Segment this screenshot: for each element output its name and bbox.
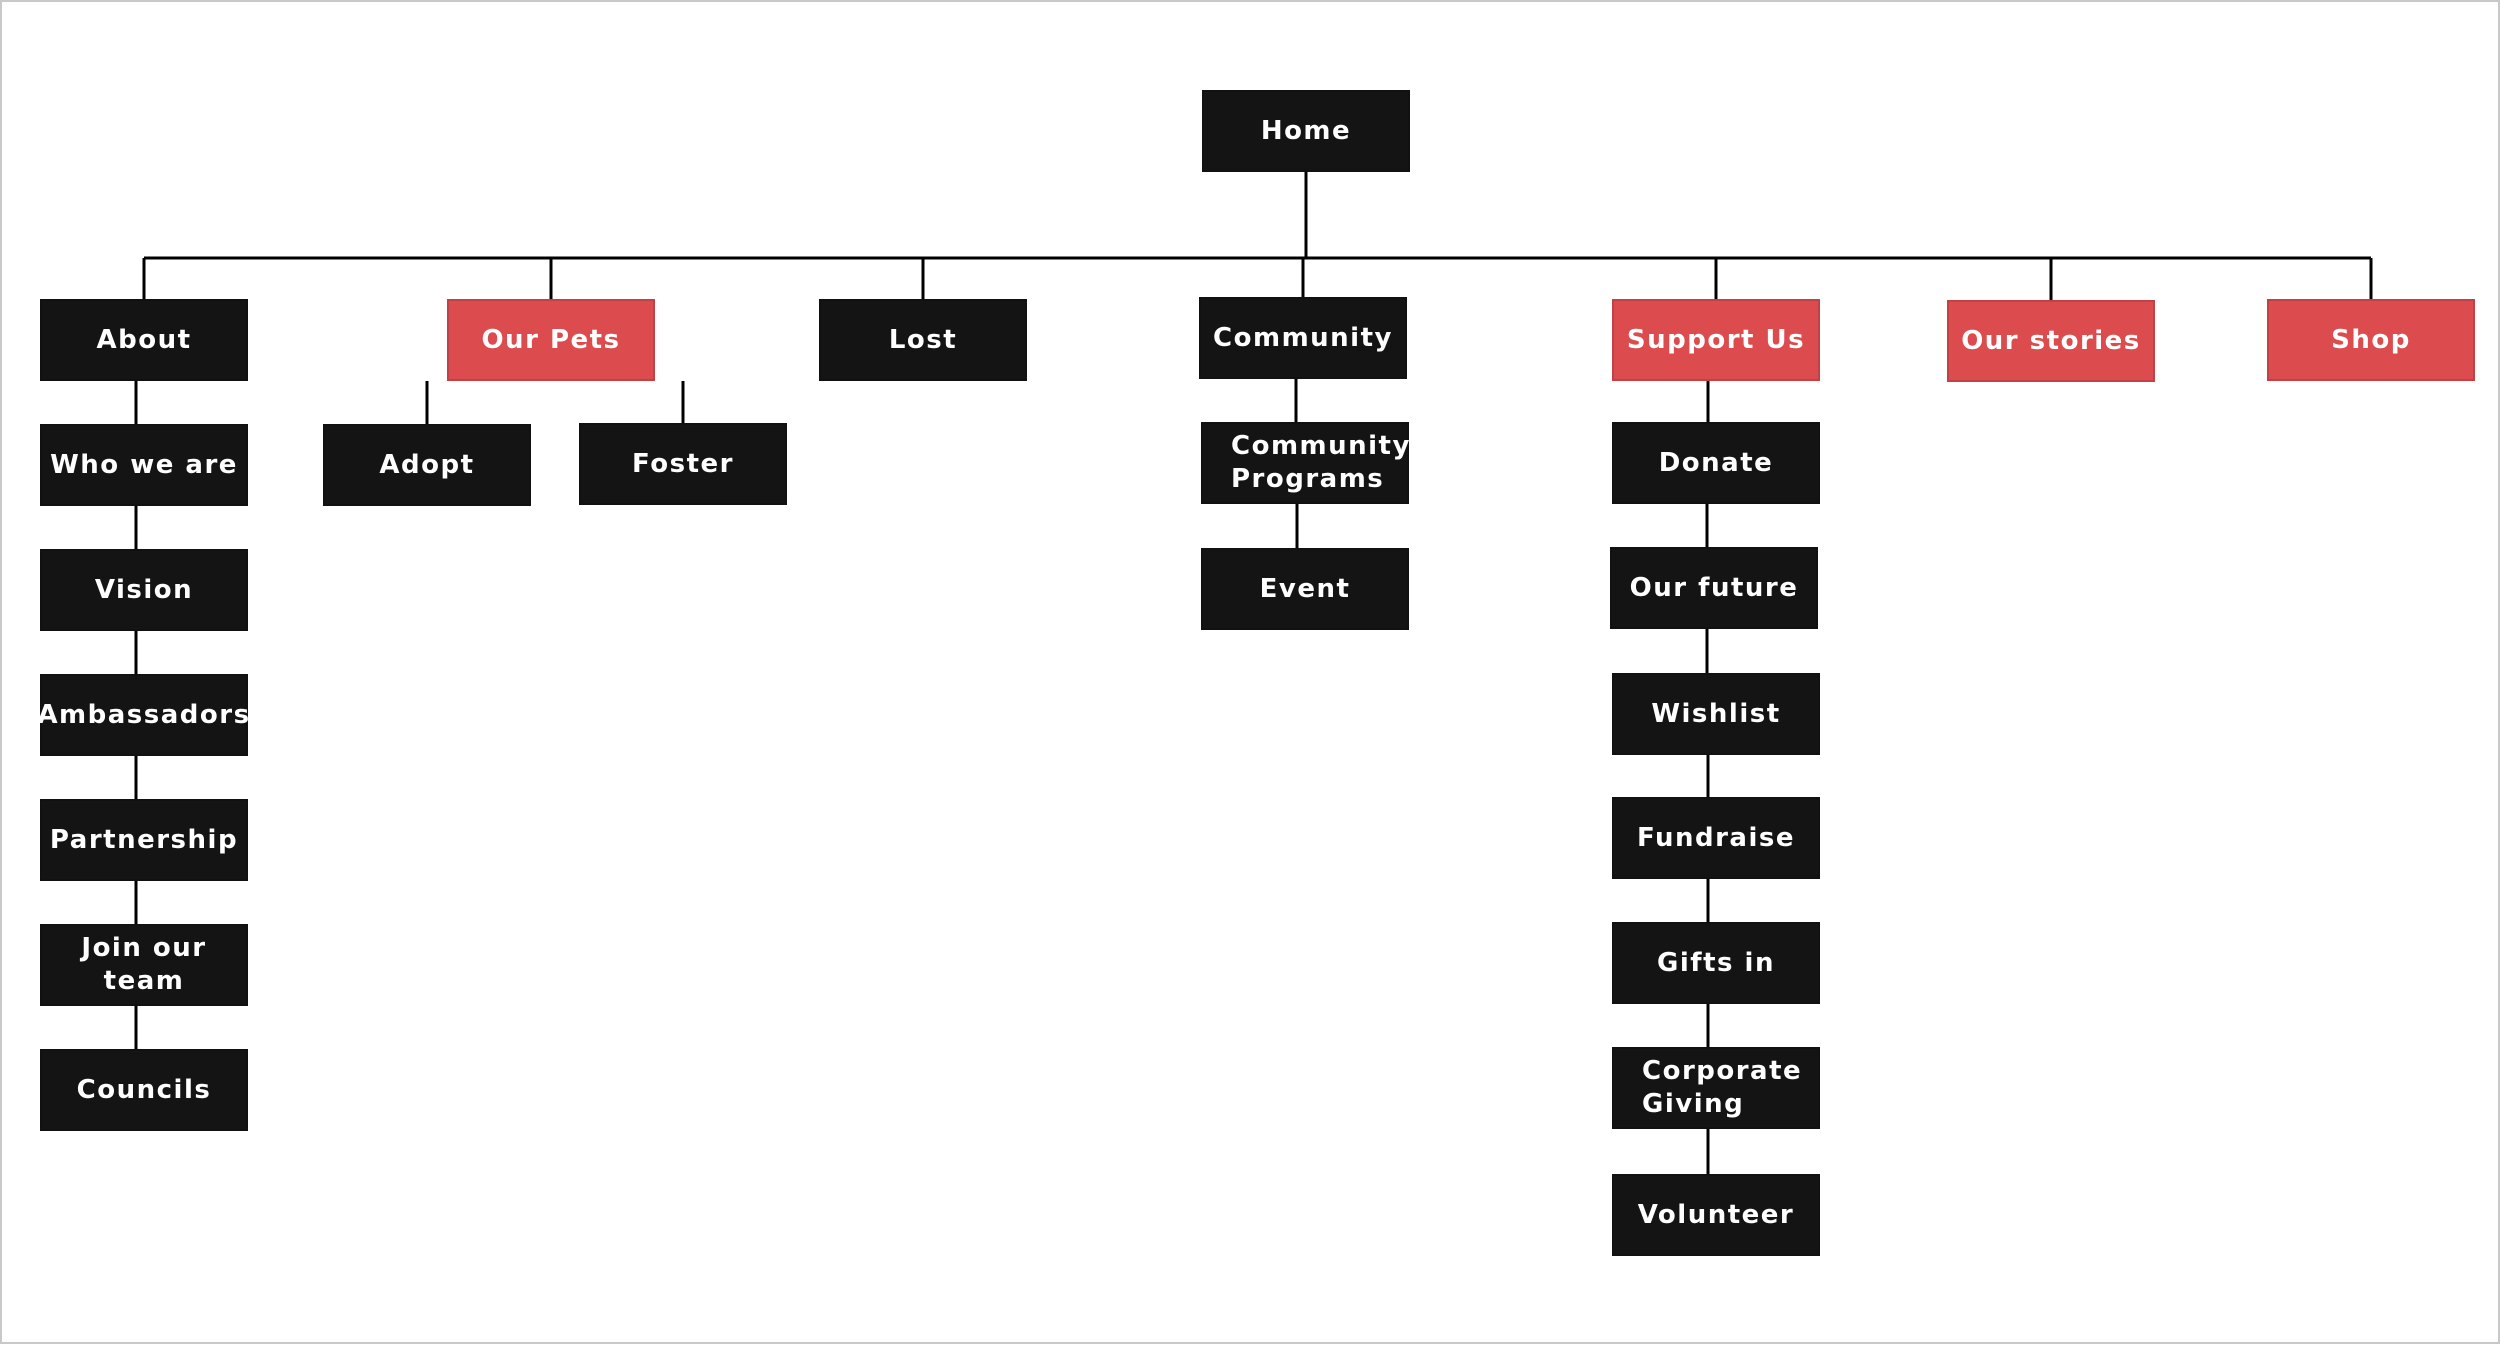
node-label: Foster: [632, 448, 734, 479]
node-community-programs[interactable]: Community Programs: [1201, 422, 1409, 504]
node-label: Fundraise: [1637, 822, 1795, 853]
node-label: Home: [1260, 115, 1352, 146]
node-corporate-giving[interactable]: Corporate Giving: [1612, 1047, 1820, 1129]
node-home[interactable]: Home: [1202, 90, 1410, 172]
node-vision[interactable]: Vision: [40, 549, 248, 631]
node-join-our-team[interactable]: Join our team: [40, 924, 248, 1006]
node-foster[interactable]: Foster: [579, 423, 787, 505]
node-label: Volunteer: [1637, 1199, 1795, 1230]
node-label: Donate: [1658, 447, 1774, 478]
node-our-stories[interactable]: Our stories: [1947, 300, 2155, 382]
node-label: Councils: [76, 1074, 212, 1105]
node-label: Community Programs: [1231, 431, 1411, 494]
node-who-we-are[interactable]: Who we are: [40, 424, 248, 506]
node-label: Community: [1213, 322, 1393, 353]
node-fundraise[interactable]: Fundraise: [1612, 797, 1820, 879]
node-about[interactable]: About: [40, 299, 248, 381]
node-label: Vision: [94, 574, 194, 605]
node-gifts-in[interactable]: Gifts in: [1612, 922, 1820, 1004]
node-label: Gifts in: [1657, 947, 1775, 978]
node-label: Join our team: [81, 933, 207, 996]
node-our-pets[interactable]: Our Pets: [447, 299, 655, 381]
node-label: Partnership: [49, 824, 239, 855]
node-label: Event: [1259, 573, 1351, 604]
node-councils[interactable]: Councils: [40, 1049, 248, 1131]
node-support-us[interactable]: Support Us: [1612, 299, 1820, 381]
node-label: Our Pets: [481, 324, 621, 355]
node-label: Who we are: [50, 449, 238, 480]
node-label: Our future: [1629, 572, 1799, 603]
node-wishlist[interactable]: Wishlist: [1612, 673, 1820, 755]
node-community[interactable]: Community: [1199, 297, 1407, 379]
node-shop[interactable]: Shop: [2267, 299, 2475, 381]
node-ambassadors[interactable]: Ambassadors: [37, 674, 251, 756]
node-label: Lost: [888, 324, 958, 355]
node-partnership[interactable]: Partnership: [40, 799, 248, 881]
node-label: Corporate Giving: [1642, 1056, 1803, 1119]
node-label: Our stories: [1961, 325, 2141, 356]
node-adopt[interactable]: Adopt: [323, 424, 531, 506]
node-donate[interactable]: Donate: [1612, 422, 1820, 504]
node-label: Support Us: [1626, 324, 1806, 355]
node-label: About: [96, 324, 192, 355]
node-label: Adopt: [379, 449, 475, 480]
node-volunteer[interactable]: Volunteer: [1612, 1174, 1820, 1256]
node-label: Shop: [2331, 324, 2411, 355]
node-lost[interactable]: Lost: [819, 299, 1027, 381]
node-label: Ambassadors: [37, 699, 251, 730]
node-event[interactable]: Event: [1201, 548, 1409, 630]
node-label: Wishlist: [1651, 698, 1781, 729]
node-our-future[interactable]: Our future: [1610, 547, 1818, 629]
